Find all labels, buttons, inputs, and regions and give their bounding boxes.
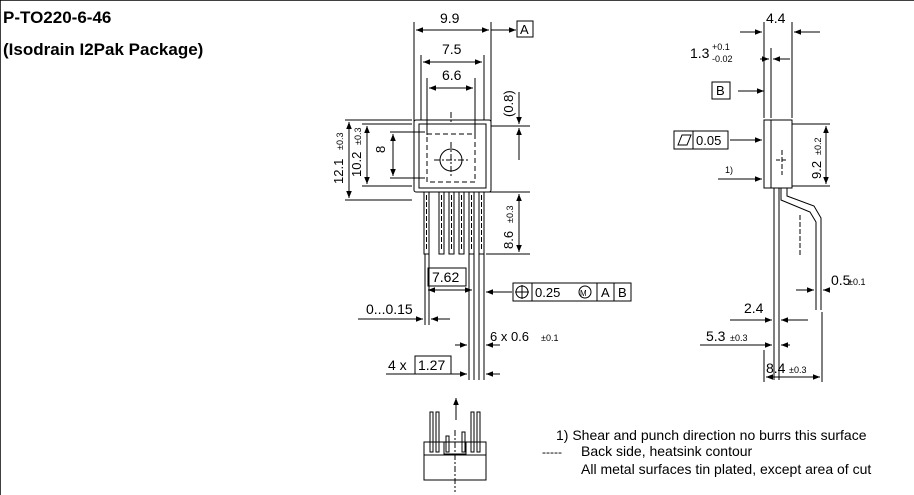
package-subtitle: (Isodrain I2Pak Package) xyxy=(3,40,204,59)
dim-pitch-prefix: 4 x xyxy=(388,357,407,373)
bottom-view xyxy=(423,398,487,492)
note-tin-plated: All metal surfaces tin plated, except ar… xyxy=(581,461,871,477)
datum-a-label: A xyxy=(520,22,529,37)
dim-pitch: 1.27 xyxy=(418,357,445,373)
dim-window-width: 6.6 xyxy=(442,67,462,83)
dim-lead-thickness: 0.5 xyxy=(831,272,851,288)
dim-foot-span-tol: ±0.3 xyxy=(789,365,806,375)
dim-tab-height-tol: ±0.3 xyxy=(353,128,363,145)
position-tol-mod: M xyxy=(580,289,587,298)
note-ref: 1) xyxy=(725,165,733,175)
dim-tab-offset: (0.8) xyxy=(501,90,516,117)
dim-foot-span: 8.4 xyxy=(766,360,786,376)
dim-thickness: 4.4 xyxy=(766,10,786,26)
dim-bend: 2.4 xyxy=(744,300,764,316)
side-view xyxy=(700,22,830,382)
note-shear-punch: 1) Shear and punch direction no burrs th… xyxy=(556,427,867,443)
dim-overall-width: 9.9 xyxy=(440,10,460,26)
notes: 1) Shear and punch direction no burrs th… xyxy=(542,427,871,477)
dim-lead-span: 7.62 xyxy=(432,269,459,285)
position-tol-datum-b: B xyxy=(618,285,627,300)
dim-bend-offset-tol: ±0.3 xyxy=(730,333,747,343)
front-view xyxy=(345,22,530,380)
dim-tab-thickness-tol-lower: -0.02 xyxy=(712,54,733,64)
dim-lead-width-tol: ±0.1 xyxy=(541,333,558,343)
dim-tab-thickness: 1.3 xyxy=(690,45,710,61)
dim-tab-height: 10.2 xyxy=(349,152,364,177)
legend-dash: ----- xyxy=(542,445,562,459)
datum-b-label: B xyxy=(716,83,725,98)
dim-window-height: 8 xyxy=(373,146,388,153)
position-tol-value: 0.25 xyxy=(535,285,560,300)
max-material-icon xyxy=(578,285,592,299)
dim-tab-width: 7.5 xyxy=(442,41,462,57)
dim-lead-length-tol: ±0.3 xyxy=(505,206,515,223)
dim-tab-thickness-tol-upper: +0.1 xyxy=(712,42,730,52)
package-title: P-TO220-6-46 xyxy=(3,8,112,27)
side-view-labels: 4.4 1.3 +0.1 -0.02 B 0.05 1) 9.2 ±0.2 0.… xyxy=(673,10,865,376)
flatness-value: 0.05 xyxy=(696,133,721,148)
dim-body-height-side: 9.2 xyxy=(809,161,824,179)
dim-standoff: 0...0.15 xyxy=(366,301,413,317)
dim-body-height-tol: ±0.3 xyxy=(335,133,345,150)
flatness-icon xyxy=(677,134,692,146)
dim-body-height: 12.1 xyxy=(331,159,346,184)
dim-lead-width: 6 x 0.6 xyxy=(490,329,529,344)
dim-body-height-side-tol: ±0.2 xyxy=(813,138,823,155)
note-heatsink: Back side, heatsink contour xyxy=(581,443,753,459)
front-view-labels: 9.9 A 7.5 6.6 (0.8) 12.1 ±0.3 10.2 ±0.3 … xyxy=(331,10,632,375)
position-tol-datum-a: A xyxy=(601,285,610,300)
dim-bend-offset: 5.3 xyxy=(706,328,726,344)
dim-lead-thickness-tol: ±0.1 xyxy=(848,277,865,287)
dim-lead-length: 8.6 xyxy=(501,231,516,249)
